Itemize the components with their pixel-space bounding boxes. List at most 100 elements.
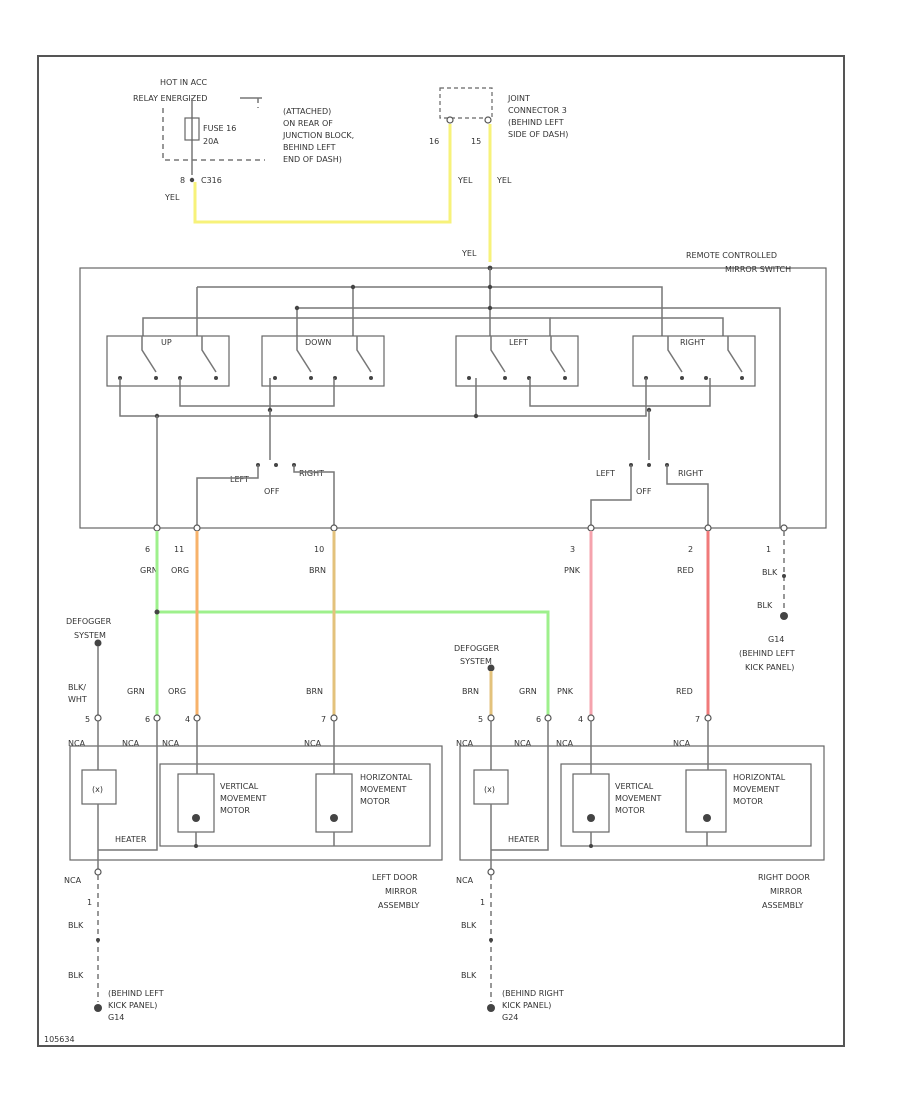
joint-wire-b: YEL: [496, 176, 512, 185]
power-feed: HOT IN ACC RELAY ENERGIZED FUSE 16 20A (…: [133, 78, 568, 258]
switch-contact-2-0-0: [467, 376, 471, 380]
switch-in-wire: YEL: [461, 249, 477, 258]
left-conn-4: NCA: [304, 739, 322, 748]
right-wire-red: RED: [676, 687, 693, 696]
switch-title-1: REMOTE CONTROLLED: [686, 251, 777, 260]
selector1-off: OFF: [264, 487, 280, 496]
gnd-sw-wire: BLK: [757, 601, 773, 610]
left-pin-4: 7: [321, 715, 326, 724]
out-pin-2: 11: [174, 545, 184, 554]
left-conn-3: NCA: [162, 739, 180, 748]
out-pin-5: 2: [688, 545, 693, 554]
switch-title-2: MIRROR SWITCH: [725, 265, 791, 274]
left-assembly-2: MIRROR: [385, 887, 418, 896]
selector1-left: LEFT: [230, 475, 249, 484]
right-pin-2: 6: [536, 715, 541, 724]
hot-label-1: HOT IN ACC: [160, 78, 208, 87]
left-wire-grn: GRN: [127, 687, 145, 696]
joint-pin-b: 15: [471, 137, 481, 146]
ground-g24-right: [487, 1004, 495, 1012]
right-pin-4: 7: [695, 715, 700, 724]
right-conn-4: NCA: [673, 739, 691, 748]
out-pin-6: 1: [766, 545, 771, 554]
gnd-sw-loc-2: KICK PANEL): [745, 663, 794, 672]
switch-up-label: UP: [161, 338, 172, 347]
left-vmotor-2: MOVEMENT: [220, 794, 267, 803]
right-vmotor-3: MOTOR: [615, 806, 645, 815]
left-hmotor-3: MOTOR: [360, 797, 390, 806]
switch-contact-0-0-1: [154, 376, 158, 380]
switch-down: [261, 335, 385, 387]
right-door-mirror: DEFOGGER SYSTEM BRN GRN PNK RED 5 6 4 7 …: [454, 644, 825, 1022]
right-assembly-1: RIGHT DOOR: [758, 873, 810, 882]
right-wire-pnk: PNK: [557, 687, 574, 696]
right-defogger-2: SYSTEM: [460, 657, 492, 666]
switch-contact-2-1-1: [563, 376, 567, 380]
switch-contact-arm-3-0: [667, 336, 683, 373]
left-gnd-loc-2: KICK PANEL): [108, 1001, 157, 1010]
left-pin-2: 6: [145, 715, 150, 724]
footer-code: 105634: [44, 1035, 75, 1044]
right-wire-grn: GRN: [519, 687, 537, 696]
selector1-right: RIGHT: [299, 469, 324, 478]
joint-pin-a: 16: [429, 137, 439, 146]
left-wire-blkwht-2: WHT: [68, 695, 87, 704]
joint-label-2: CONNECTOR 3: [508, 106, 567, 115]
left-pin-1: 5: [85, 715, 90, 724]
switch-left: [455, 335, 579, 387]
joint-connector-3: [439, 87, 493, 119]
selector2-right: RIGHT: [678, 469, 703, 478]
left-conn-1: NCA: [68, 739, 86, 748]
left-gnd-wire-1: BLK: [68, 921, 84, 930]
fuse-block-note-3: JUNCTION BLOCK,: [282, 131, 354, 140]
right-gnd-conn: NCA: [456, 876, 474, 885]
switch-contact-1-0-0: [273, 376, 277, 380]
left-vmotor-1: VERTICAL: [220, 782, 259, 791]
switch-contact-arm-2-0: [490, 336, 506, 373]
fuse-label-2: 20A: [203, 137, 219, 146]
switch-contact-arm-1-1: [356, 336, 372, 373]
switch-right: [632, 335, 756, 387]
joint-wire-a: YEL: [457, 176, 473, 185]
right-conn-1: NCA: [456, 739, 474, 748]
switch-output-pins: 6 GRN 11 ORG 10 BRN 3 PNK 2 RED 1 BLK: [140, 545, 778, 577]
switch-up: [106, 335, 230, 387]
joint-label-3: (BEHIND LEFT: [508, 118, 564, 127]
right-gnd-wire-2: BLK: [461, 971, 477, 980]
left-defogger-2: SYSTEM: [74, 631, 106, 640]
left-mirror-assembly-box: [69, 745, 443, 861]
switch-contact-arm-0-0: [141, 336, 157, 373]
out-pin-1: 6: [145, 545, 150, 554]
fuse-block-note-4: BEHIND LEFT: [283, 143, 336, 152]
right-pin-1: 5: [478, 715, 483, 724]
right-vmotor: [572, 773, 610, 833]
right-mirror-assembly-box: [459, 745, 825, 861]
switch-contact-arm-2-1: [550, 336, 566, 373]
left-gnd-wire-2: BLK: [68, 971, 84, 980]
left-wire-org: ORG: [168, 687, 186, 696]
fuse-wire: YEL: [164, 193, 180, 202]
left-conn-2: NCA: [122, 739, 140, 748]
left-pin-3: 4: [185, 715, 190, 724]
fuse-label-1: FUSE 16: [203, 124, 236, 133]
left-hmotor-1: HORIZONTAL: [360, 773, 413, 782]
left-gnd-loc-3: G14: [108, 1013, 124, 1022]
ground-g14-switch: [780, 612, 788, 620]
left-hmotor: [315, 773, 353, 833]
right-assembly-2: MIRROR: [770, 887, 803, 896]
left-wire-blkwht-1: BLK/: [68, 683, 86, 692]
joint-label-1: JOINT: [507, 94, 530, 103]
right-hmotor-3: MOTOR: [733, 797, 763, 806]
right-conn-3: NCA: [556, 739, 574, 748]
fuse-conn: C316: [201, 176, 222, 185]
right-hmotor-1: HORIZONTAL: [733, 773, 786, 782]
gnd-sw-name: G14: [768, 635, 784, 644]
wire-grn-cross: [157, 610, 550, 718]
diagram-frame: [37, 55, 845, 1047]
switch-down-label: DOWN: [305, 338, 331, 347]
joint-label-4: SIDE OF DASH): [508, 130, 568, 139]
out-pin-4: 3: [570, 545, 575, 554]
right-motor-box: [560, 763, 812, 847]
switch-contact-1-0-1: [309, 376, 313, 380]
